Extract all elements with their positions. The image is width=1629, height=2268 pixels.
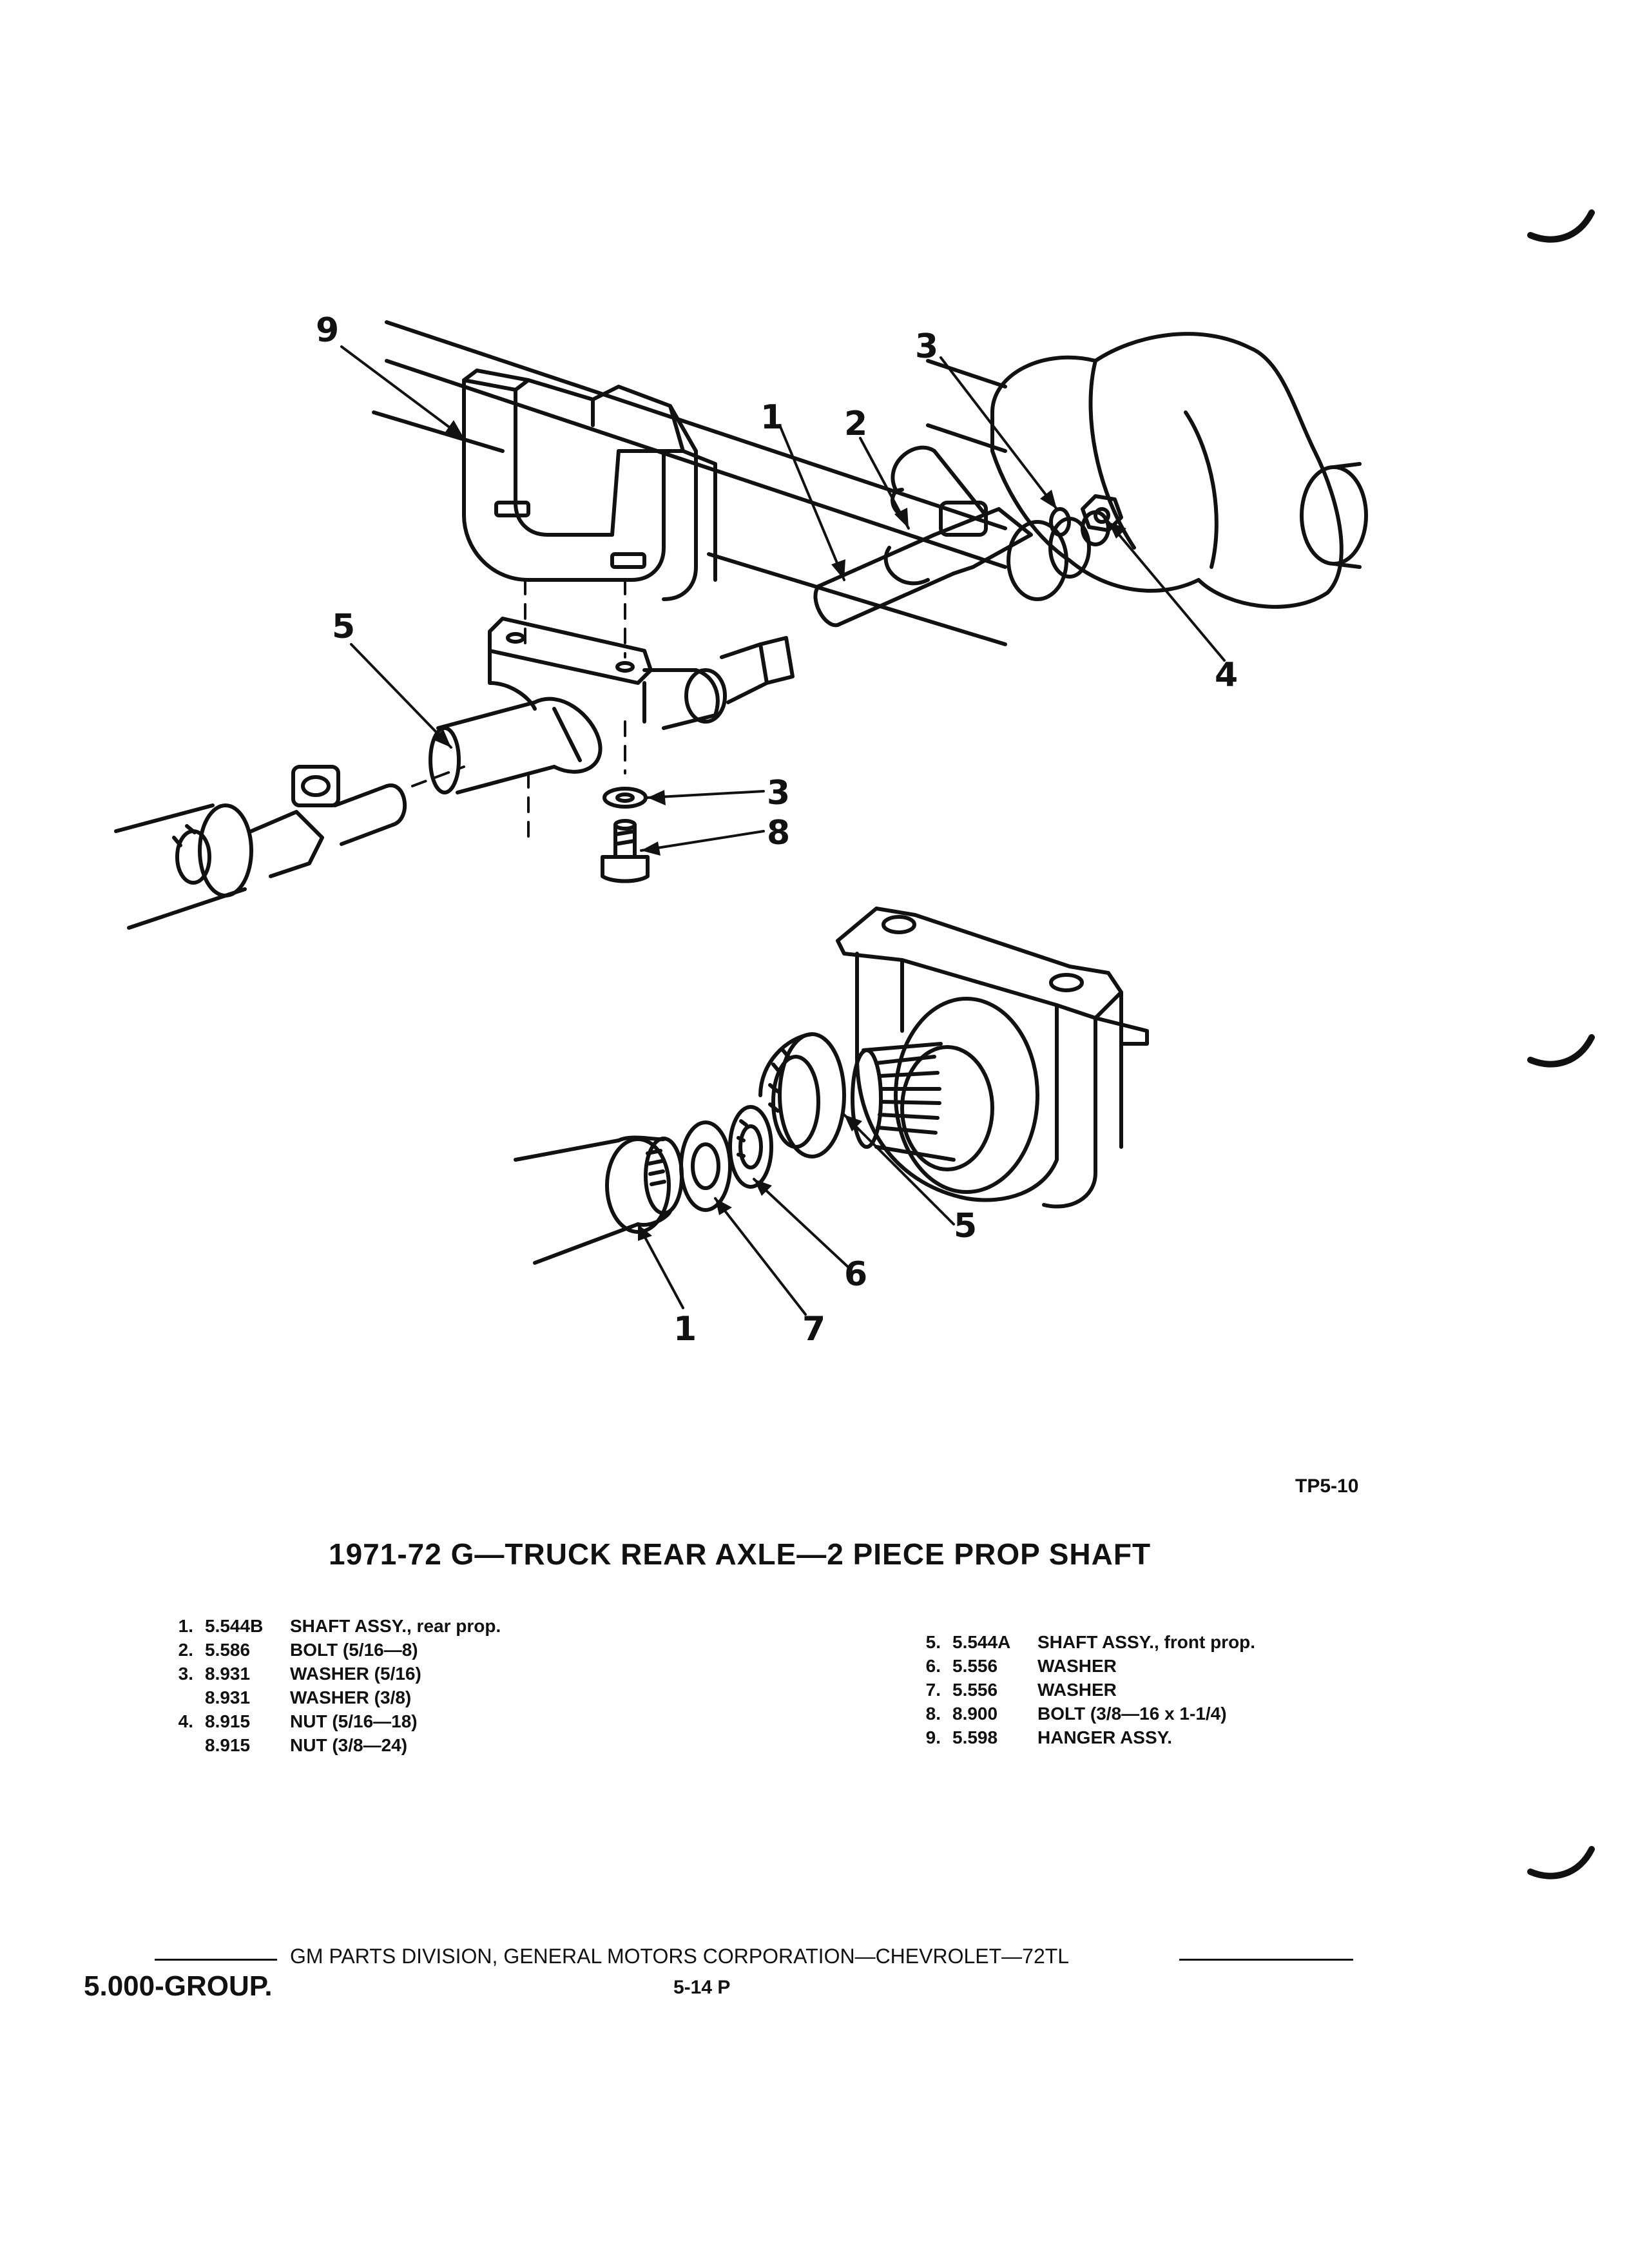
detail-washer-7: [728, 1105, 773, 1189]
binding-mark-1: [1527, 209, 1595, 243]
lower-detail-assembly: 5 6 7 1: [514, 907, 1149, 1349]
alignment-lines: [411, 579, 626, 839]
rear-axle-housing: [926, 332, 1368, 609]
upper-callouts: 9 1 2 3 4 5 3 8: [316, 311, 1238, 852]
footer-text: GM PARTS DIVISION, GENERAL MOTORS CORPOR…: [290, 1945, 1070, 1968]
detail-rear-shaft-1: [514, 1135, 684, 1265]
callout-2: 2: [844, 405, 867, 443]
callout-3-lower: 3: [767, 774, 790, 812]
footer-rule-right: [1179, 1959, 1353, 1961]
upper-leader-lines: [340, 345, 1226, 852]
rear-prop-shaft-1: [813, 445, 1033, 628]
detail-bearing-6: [758, 1032, 846, 1158]
figure-caption: 1971-72 G—TRUCK REAR AXLE—2 PIECE PROP S…: [329, 1537, 1152, 1571]
lower-callouts: 5 6 7 1: [673, 1207, 977, 1349]
callout-8: 8: [767, 814, 790, 852]
washer-3-upper: [1049, 507, 1071, 537]
upper-assembly: 9 1 2 3 4 5 3 8: [114, 311, 1368, 930]
center-bearing-support: [488, 617, 795, 730]
binding-mark-2: [1527, 1034, 1595, 1068]
upper-arrowheads: [433, 420, 1126, 856]
washer-3-lower: [602, 787, 648, 809]
callout-4: 4: [1215, 656, 1238, 695]
callout-7: 7: [802, 1310, 825, 1349]
front-prop-shaft-5: [429, 697, 602, 794]
footer-rule-left: [155, 1959, 277, 1961]
nut-4: [1081, 494, 1123, 532]
hanger-assy-9: [462, 369, 717, 601]
detail-washer-shield: [679, 1120, 732, 1212]
bolt-8: [601, 819, 650, 883]
callout-3-upper: 3: [915, 327, 938, 366]
detail-hanger: [836, 907, 1123, 1209]
group-label: 5.000-GROUP.: [84, 1970, 273, 2002]
frame-rail: [372, 320, 1007, 646]
figure-id: TP5-10: [1295, 1475, 1359, 1497]
callout-5-upper: 5: [332, 608, 355, 646]
exploded-parts-diagram: 9 1 2 3 4 5 3 8: [114, 311, 1368, 1349]
binding-mark-3: [1527, 1846, 1595, 1879]
detail-splined-shaft: [851, 997, 1149, 1194]
callout-1-lower: 1: [673, 1310, 697, 1349]
page-number: 5-14 P: [673, 1977, 731, 1998]
callout-6: 6: [844, 1255, 867, 1294]
pinion-yoke: [1007, 510, 1110, 601]
callout-5-lower: 5: [954, 1207, 977, 1245]
callout-1: 1: [760, 398, 784, 437]
callout-9: 9: [316, 311, 339, 350]
front-u-joint: [114, 765, 407, 930]
lower-arrowheads: [638, 1115, 862, 1241]
